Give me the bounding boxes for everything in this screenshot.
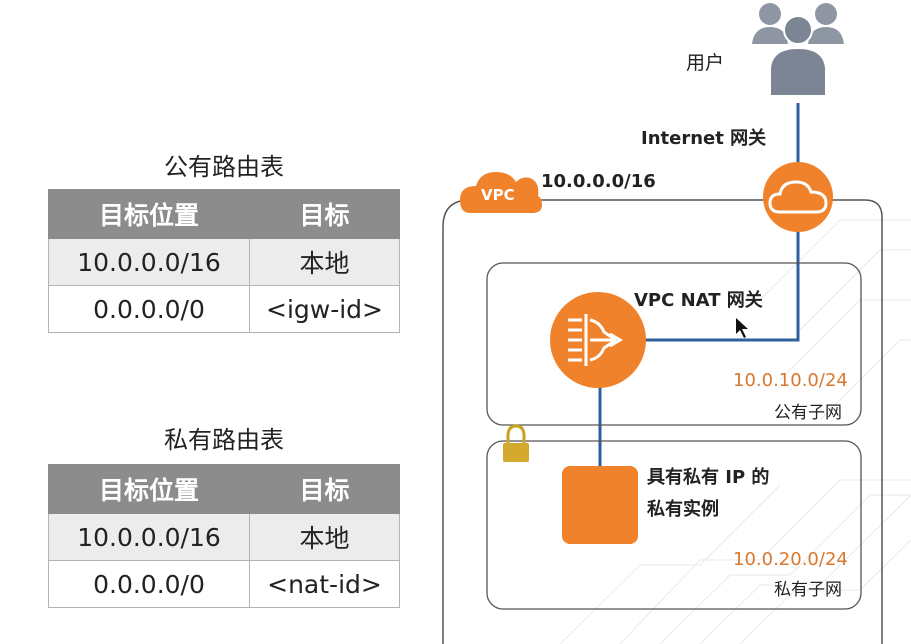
public-route-table: 目标位置 目标 10.0.0.0/16 本地 0.0.0.0/0 <igw-id…: [48, 189, 400, 333]
lock-icon: [503, 424, 529, 462]
private-instance-icon: [562, 466, 638, 544]
private-instance-label-line2: 私有实例: [647, 499, 719, 520]
private-subnet-box: [486, 440, 862, 610]
target-cell: <nat-id>: [249, 560, 400, 608]
header-destination: 目标位置: [48, 189, 250, 239]
table-row: 0.0.0.0/0 <igw-id>: [48, 285, 400, 333]
private-subnet-cidr: 10.0.20.0/24: [733, 549, 848, 570]
users-icon: [752, 3, 844, 97]
public-table-title: 公有路由表: [164, 153, 284, 181]
public-subnet-box: [486, 262, 862, 426]
igw-to-nat-line: [645, 232, 800, 342]
vpc-cloud-icon: [460, 172, 542, 213]
igw-label: Internet 网关: [641, 128, 767, 149]
table-row: 10.0.0.0/16 本地: [48, 513, 400, 561]
header-target: 目标: [249, 189, 400, 239]
vpc-boundary: [470, 199, 883, 644]
mouse-cursor-icon: [736, 318, 748, 338]
vpc-cidr: 10.0.0.0/16: [541, 171, 656, 192]
private-route-table: 目标位置 目标 10.0.0.0/16 本地 0.0.0.0/0 <nat-id…: [48, 464, 400, 608]
target-cell: 本地: [249, 513, 400, 561]
internet-gateway-icon: [763, 162, 833, 232]
public-subnet-label: 公有子网: [774, 403, 842, 423]
target-cell: <igw-id>: [249, 285, 400, 333]
destination-cell: 10.0.0.0/16: [48, 513, 250, 561]
destination-cell: 0.0.0.0/0: [48, 285, 250, 333]
header-target: 目标: [249, 464, 400, 514]
private-instance-label-line1: 具有私有 IP 的: [647, 467, 770, 488]
table-row: 0.0.0.0/0 <nat-id>: [48, 560, 400, 608]
users-label: 用户: [686, 52, 725, 74]
private-subnet-label: 私有子网: [774, 580, 842, 600]
private-table-title: 私有路由表: [164, 426, 284, 454]
vpc-badge: VPC: [481, 186, 515, 204]
destination-cell: 10.0.0.0/16: [48, 238, 250, 286]
nat-gateway-label: VPC NAT 网关: [634, 290, 763, 311]
destination-cell: 0.0.0.0/0: [48, 560, 250, 608]
nat-gateway-icon: [550, 292, 646, 388]
public-subnet-cidr: 10.0.10.0/24: [733, 370, 848, 391]
